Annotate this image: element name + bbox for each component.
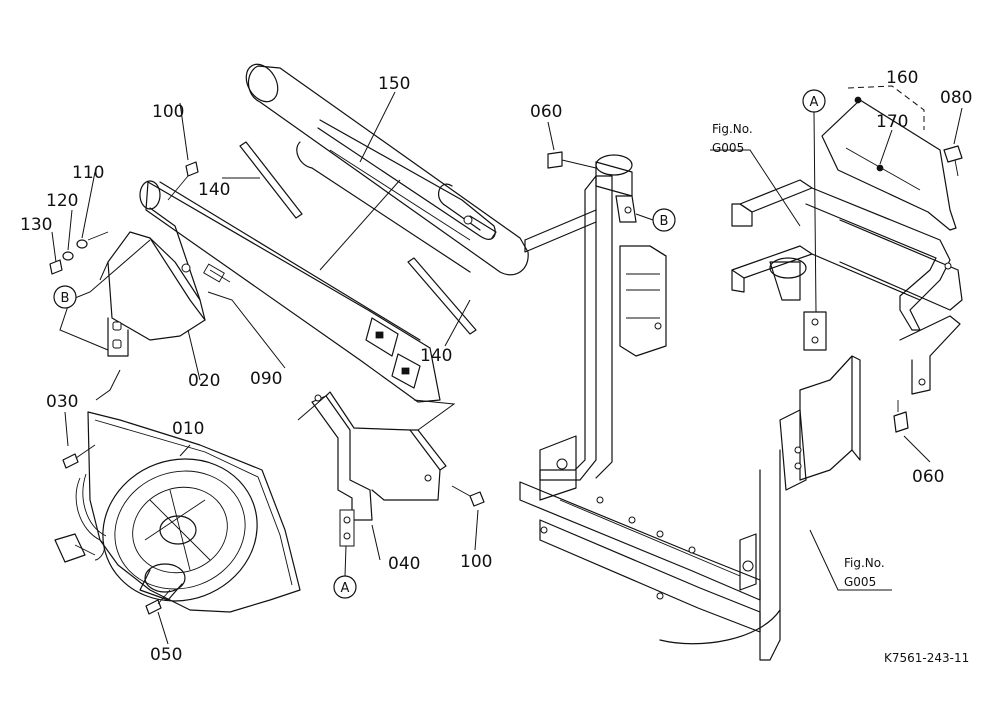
fan-assembly-010 <box>54 411 301 613</box>
part-label-160: 160 <box>886 68 918 88</box>
frame-bracket-middle <box>619 245 667 357</box>
part-label-100-upper: 100 <box>152 102 184 122</box>
bolt-080 <box>943 145 963 177</box>
svg-text:B: B <box>61 291 70 306</box>
strip-140-lower <box>407 257 477 335</box>
part-label-100-lower: 100 <box>460 552 492 572</box>
callout-A-top: A <box>802 89 826 113</box>
bolt-100-lower <box>451 485 485 507</box>
svg-text:Fig.No.: Fig.No. <box>712 122 753 136</box>
part-label-090: 090 <box>250 369 282 389</box>
part-label-030: 030 <box>46 392 78 412</box>
bolt-060-upper <box>547 151 597 169</box>
plate-A <box>779 311 861 491</box>
leader-lines <box>51 91 963 645</box>
svg-text:A: A <box>341 581 350 596</box>
tube-150 <box>245 63 529 276</box>
part-label-050: 050 <box>150 645 182 665</box>
callout-B-left: B <box>53 285 77 309</box>
strip-140-upper <box>239 141 303 219</box>
frame-right <box>659 179 963 661</box>
svg-text:Fig.No.: Fig.No. <box>844 556 885 570</box>
part-label-080: 080 <box>940 88 972 108</box>
part-label-040: 040 <box>388 554 420 574</box>
bracket-020 <box>107 207 206 357</box>
part-label-140-lower: 140 <box>420 346 452 366</box>
svg-text:G005: G005 <box>844 575 876 589</box>
sleeve-middle <box>595 154 637 223</box>
svg-text:B: B <box>660 214 669 229</box>
cover-160-170 <box>821 85 957 231</box>
part-label-170: 170 <box>876 112 908 132</box>
part-label-130: 130 <box>20 215 52 235</box>
hardware-stack <box>49 231 109 275</box>
bolt-060-lower <box>893 400 909 433</box>
part-label-060-lower: 060 <box>912 467 944 487</box>
screw-030 <box>62 444 96 469</box>
part-label-060-upper: 060 <box>530 102 562 122</box>
frame-middle <box>519 175 761 633</box>
part-label-150: 150 <box>378 74 410 94</box>
svg-text:A: A <box>810 95 819 110</box>
svg-text:G005: G005 <box>712 141 744 155</box>
bracket-040 <box>311 391 447 547</box>
part-label-110: 110 <box>72 163 104 183</box>
callout-B-right: B <box>652 208 676 232</box>
part-label-120: 120 <box>46 191 78 211</box>
screw-050 <box>145 589 171 615</box>
part-label-140-upper: 140 <box>198 180 230 200</box>
callout-A-bottom: A <box>333 575 357 599</box>
part-label-010: 010 <box>172 419 204 439</box>
figure-ref-bottom: Fig.No. G005 <box>844 556 885 589</box>
drawing-code: K7561-243-11 <box>884 651 969 665</box>
figure-ref-top: Fig.No. G005 <box>712 122 753 155</box>
part-label-020: 020 <box>188 371 220 391</box>
bolt-100-upper <box>167 161 199 201</box>
